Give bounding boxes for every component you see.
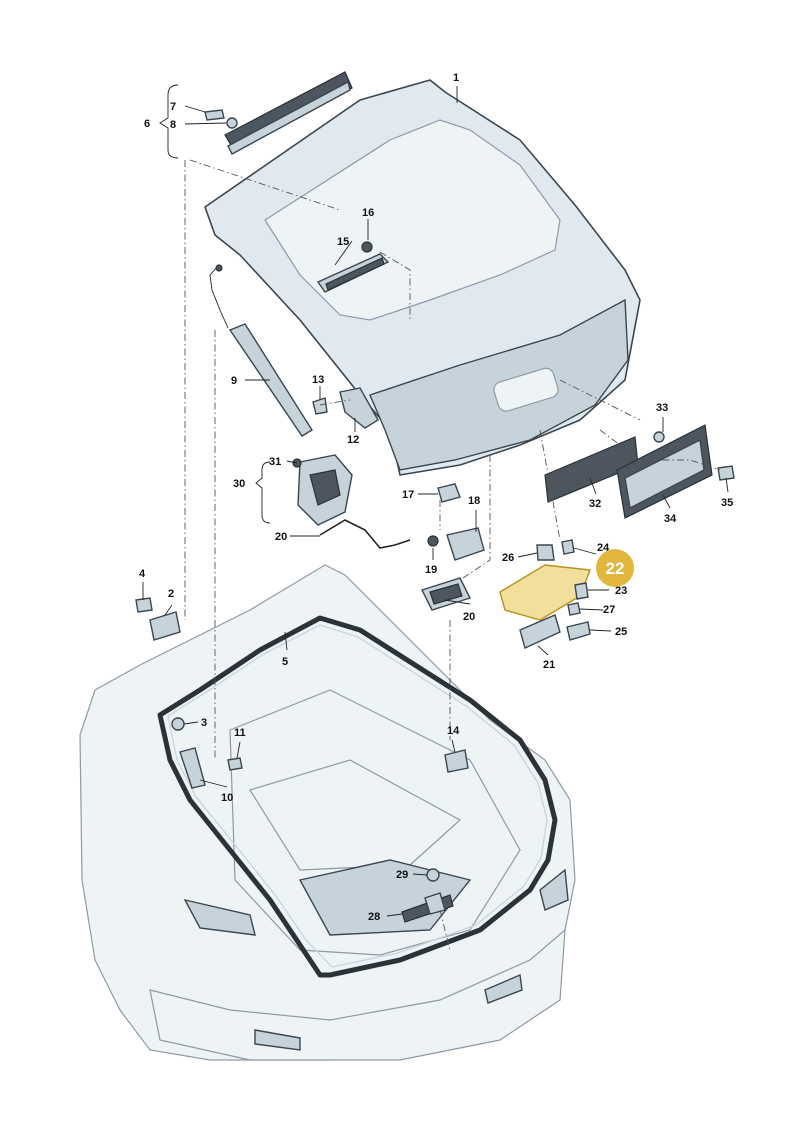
nut-16	[361, 241, 373, 253]
connector-26	[536, 544, 555, 561]
callout-30: 30	[233, 478, 245, 490]
screw-35	[717, 465, 735, 481]
cable-20a	[319, 519, 411, 549]
car-bumper	[149, 928, 566, 1061]
striker-10	[179, 747, 206, 789]
callout-4: 4	[139, 568, 146, 580]
buffer-17	[437, 483, 461, 503]
light-21	[519, 614, 561, 649]
tail-light-left	[183, 898, 256, 936]
screw-13	[312, 397, 328, 415]
gas-strut-9	[228, 323, 313, 437]
callout-20-cable: 20	[275, 531, 287, 543]
exhaust-left	[254, 1029, 301, 1051]
callout-20-switch: 20	[463, 611, 475, 623]
callout-33: 33	[656, 402, 668, 414]
clip-29	[426, 868, 440, 882]
callout-31: 31	[269, 456, 281, 468]
callout-35: 35	[721, 497, 733, 509]
callout-9: 9	[231, 375, 237, 387]
highlight-callout-22[interactable]: 22	[596, 549, 634, 587]
tail-light-right	[539, 868, 569, 911]
callout-25: 25	[615, 626, 627, 638]
screw-4	[135, 597, 153, 613]
badge-recess	[493, 367, 559, 412]
callout-19: 19	[425, 564, 437, 576]
clip-33	[653, 431, 665, 443]
exhaust-right	[484, 973, 523, 1004]
screw-11	[227, 757, 243, 771]
callout-32: 32	[589, 498, 601, 510]
bracket-2	[149, 611, 181, 641]
callout-29: 29	[396, 869, 408, 881]
callout-14: 14	[447, 725, 460, 737]
leader-lines	[142, 84, 729, 917]
callout-27: 27	[603, 604, 615, 616]
callout-17: 17	[402, 489, 414, 501]
highlight-badge[interactable]	[596, 549, 634, 587]
spoiler-strip	[224, 71, 353, 155]
callout-34: 34	[664, 513, 677, 525]
callout-18: 18	[468, 495, 480, 507]
callout-8: 8	[170, 119, 176, 131]
clip-24	[561, 539, 575, 555]
callout-28: 28	[368, 911, 380, 923]
nut-19	[427, 535, 439, 547]
callout-23: 23	[615, 585, 627, 597]
callout-13: 13	[312, 374, 324, 386]
callout-16: 16	[362, 207, 374, 219]
cargo-floor-step	[249, 759, 462, 871]
callout-3: 3	[201, 717, 207, 729]
washer-8	[226, 117, 238, 129]
callout-6: 6	[144, 118, 150, 130]
assembly-lines	[184, 159, 721, 951]
hinge-12	[339, 387, 379, 429]
tailgate-group	[204, 79, 641, 476]
callout-5: 5	[282, 656, 288, 668]
small-parts	[135, 109, 735, 923]
latch-18	[446, 527, 485, 561]
callout-10: 10	[221, 792, 233, 804]
callout-11: 11	[234, 727, 246, 739]
wedge-25	[566, 621, 591, 641]
strut-cable	[209, 265, 229, 329]
nut-3	[171, 717, 185, 731]
screw-27	[567, 602, 581, 616]
tailgate-window	[264, 119, 561, 321]
callout-7: 7	[170, 101, 176, 113]
highlight-label: 22	[606, 559, 625, 578]
callout-1: 1	[453, 72, 459, 84]
callout-15: 15	[337, 236, 349, 248]
car-body	[79, 564, 576, 1061]
buffer-14	[444, 749, 469, 773]
screw-23	[574, 582, 589, 600]
callout-21: 21	[543, 659, 555, 671]
screw-7	[204, 109, 225, 121]
callout-2: 2	[168, 588, 174, 600]
callout-12: 12	[347, 434, 359, 446]
trunk-seal	[157, 615, 558, 978]
callout-26: 26	[502, 552, 514, 564]
